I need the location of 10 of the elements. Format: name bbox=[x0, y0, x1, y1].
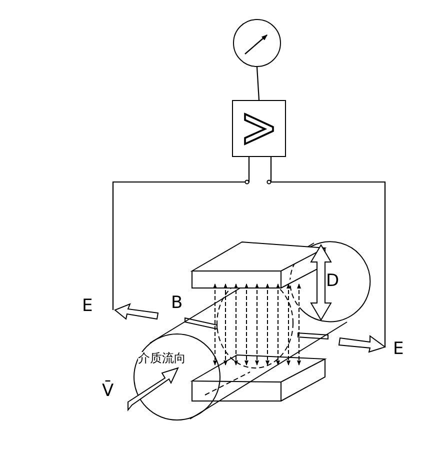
diameter-label: D bbox=[326, 273, 340, 290]
magnetic-field-label: B bbox=[171, 295, 183, 312]
wire bbox=[270, 157, 386, 347]
amplifier-box bbox=[232, 100, 286, 157]
wire bbox=[112, 157, 250, 310]
flow-direction-label: 介质流向 bbox=[138, 352, 186, 364]
wire bbox=[256, 66, 260, 100]
electrode-voltage-label: E bbox=[82, 298, 93, 315]
meter-dial bbox=[233, 19, 281, 67]
electrode-voltage-label: E bbox=[393, 341, 404, 358]
